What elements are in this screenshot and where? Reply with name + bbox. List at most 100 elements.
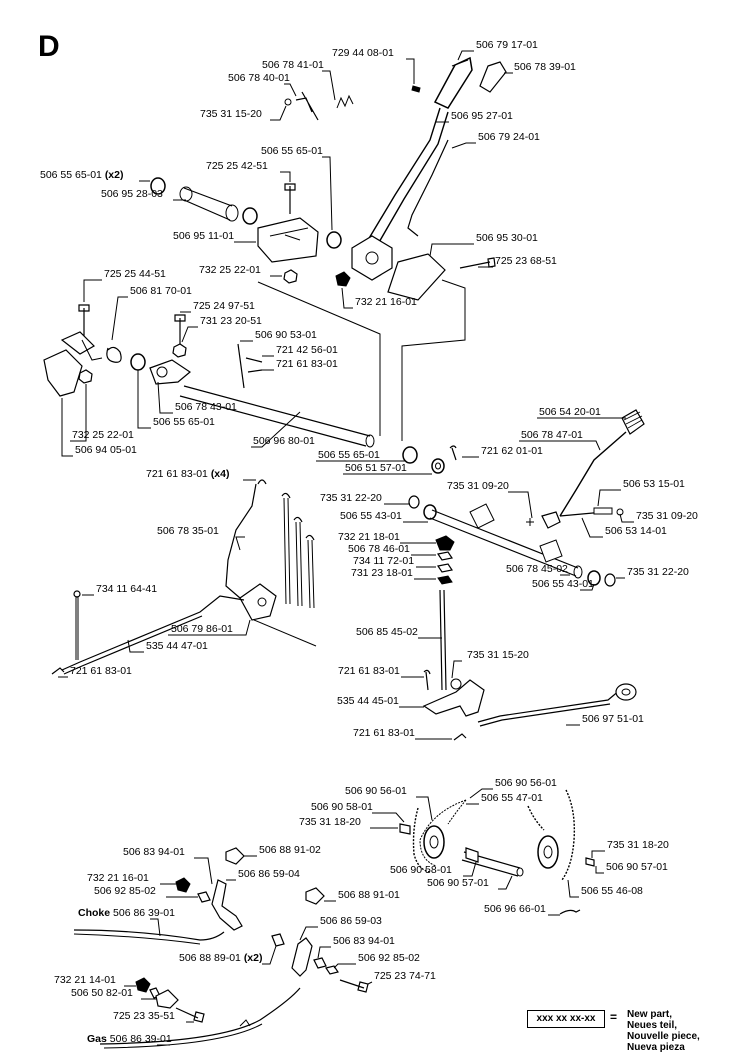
part-number: 506 79 24-01 (478, 131, 540, 143)
part-number-label: 506 55 43-01 (340, 510, 402, 522)
part-number-label: 721 61 83-01 (353, 727, 415, 739)
bolt-part-2 (284, 183, 296, 214)
part-number: 506 78 39-01 (514, 61, 576, 73)
part-number: 721 61 83-01 (276, 358, 338, 370)
cable-name-label: Gas (87, 1033, 107, 1045)
part-number: 506 55 65-01 (153, 416, 215, 428)
spring-part (336, 94, 354, 109)
part-number-label: 735 31 15-20 (200, 108, 262, 120)
part-number-label: 721 42 56-01 (276, 344, 338, 356)
part-number: 506 90 53-01 (255, 329, 317, 341)
part-number: 506 95 11-01 (173, 230, 235, 242)
part-number: 725 23 74-71 (374, 970, 436, 982)
washer-part-2 (408, 495, 420, 509)
part-number-label: 506 95 28-03 (101, 188, 163, 200)
part-number-label: 732 21 16-01 (355, 296, 417, 308)
part-number-label: 535 44 45-01 (337, 695, 399, 707)
clip-part-8 (559, 909, 581, 915)
part-number-label: 506 53 14-01 (605, 525, 667, 537)
part-number: 506 83 94-01 (333, 935, 395, 947)
clip-part-7 (51, 667, 65, 675)
bolt-part-3 (78, 304, 90, 336)
part-number: 721 42 56-01 (276, 344, 338, 356)
legend-line-fr: Nouvelle piece, (627, 1031, 700, 1042)
knob-part-2 (305, 887, 325, 905)
washer-part-7 (197, 891, 211, 903)
part-number: 506 53 14-01 (605, 525, 667, 537)
part-number: 732 21 16-01 (87, 872, 149, 884)
clip-part-5 (423, 669, 431, 691)
nut-part (335, 271, 351, 287)
part-number: 506 55 46-08 (581, 885, 643, 897)
legend-text: New part, Neues teil, Nouvelle piece, Nu… (627, 1009, 700, 1053)
cable-name-label: Choke (78, 907, 111, 919)
part-number-label: 506 90 56-01 (345, 785, 407, 797)
part-number: 732 21 14-01 (54, 974, 116, 986)
part-number: 535 44 47-01 (146, 640, 208, 652)
legend-equals: = (610, 1010, 618, 1024)
part-number: 506 96 80-01 (253, 435, 315, 447)
part-number: 506 90 57-01 (427, 877, 489, 889)
quantity-label: (x2) (243, 952, 263, 964)
part-number-label: 506 95 27-01 (451, 110, 513, 122)
part-number-label: 506 92 85-02 (358, 952, 420, 964)
part-number-label: 506 55 46-08 (581, 885, 643, 897)
part-number-label: 734 11 72-01 (353, 555, 414, 567)
choke-lever-part (211, 879, 243, 931)
part-number: 732 21 16-01 (355, 296, 417, 308)
part-number: 506 90 56-01 (495, 777, 557, 789)
bushing-part-6 (423, 504, 437, 520)
washer-part-5 (437, 563, 453, 573)
bushing-part-4 (130, 353, 146, 371)
part-number: 506 50 82-01 (71, 987, 133, 999)
part-number-label: 506 78 40-01 (228, 72, 290, 84)
part-number: 731 23 18-01 (351, 567, 413, 579)
cable-part (225, 483, 261, 599)
part-number: 506 94 05-01 (75, 444, 137, 456)
part-number: 725 25 42-51 (206, 160, 268, 172)
washer-part (431, 458, 445, 474)
part-number-label: 506 94 05-01 (75, 444, 137, 456)
bushing-part-5 (402, 446, 418, 464)
part-number-label: 506 55 65-01 (x2) (40, 169, 124, 181)
part-number-label: 506 79 24-01 (478, 131, 540, 143)
part-number: 732 25 22-01 (199, 264, 261, 276)
part-number: 506 55 65-01 (318, 449, 380, 461)
part-number: 506 97 51-01 (582, 713, 644, 725)
chain-part-2 (527, 789, 576, 881)
part-number-label: 506 78 35-01 (157, 525, 219, 537)
part-number: 735 31 22-20 (320, 492, 382, 504)
legend-line-de: Neues teil, (627, 1020, 678, 1031)
part-number-label: 506 85 45-02 (356, 626, 418, 638)
part-number-label: 735 31 18-20 (607, 839, 669, 851)
part-number: 506 54 20-01 (539, 406, 601, 418)
part-number: 506 78 43-01 (175, 401, 237, 413)
part-number-label: 506 51 57-01 (345, 462, 407, 474)
part-number-label: 506 96 80-01 (253, 435, 315, 447)
part-number: 721 61 83-01 (338, 665, 400, 677)
part-number: 506 78 46-01 (348, 543, 410, 555)
part-number: 725 25 44-51 (104, 268, 166, 280)
part-number-label: 735 31 22-20 (320, 492, 382, 504)
pivot-arm-part (149, 359, 192, 385)
part-number-label: 506 81 70-01 (130, 285, 192, 297)
part-number: 506 85 45-02 (356, 626, 418, 638)
chain-part (419, 799, 467, 867)
part-number: 506 90 57-01 (606, 861, 668, 873)
part-number-label: 721 61 83-01 (338, 665, 400, 677)
part-number: 729 44 08-01 (332, 47, 394, 59)
bushing-part (150, 177, 166, 195)
part-number-label: 732 25 22-01 (199, 264, 261, 276)
bolt-part-4 (174, 314, 186, 344)
part-number: 735 31 09-20 (447, 480, 509, 492)
part-number-label: 506 86 59-04 (238, 868, 300, 880)
part-number-label: 506 90 57-01 (427, 877, 489, 889)
part-number: 735 31 18-20 (299, 816, 361, 828)
screw-part (411, 85, 421, 93)
part-number: 506 55 43-01 (532, 578, 594, 590)
part-number-label: 506 95 11-01 (173, 230, 234, 242)
part-number-label: 506 78 46-01 (348, 543, 410, 555)
part-number-label: 506 86 59-03 (320, 915, 382, 927)
part-number: 506 79 17-01 (476, 39, 538, 51)
part-number: 506 95 27-01 (451, 110, 513, 122)
